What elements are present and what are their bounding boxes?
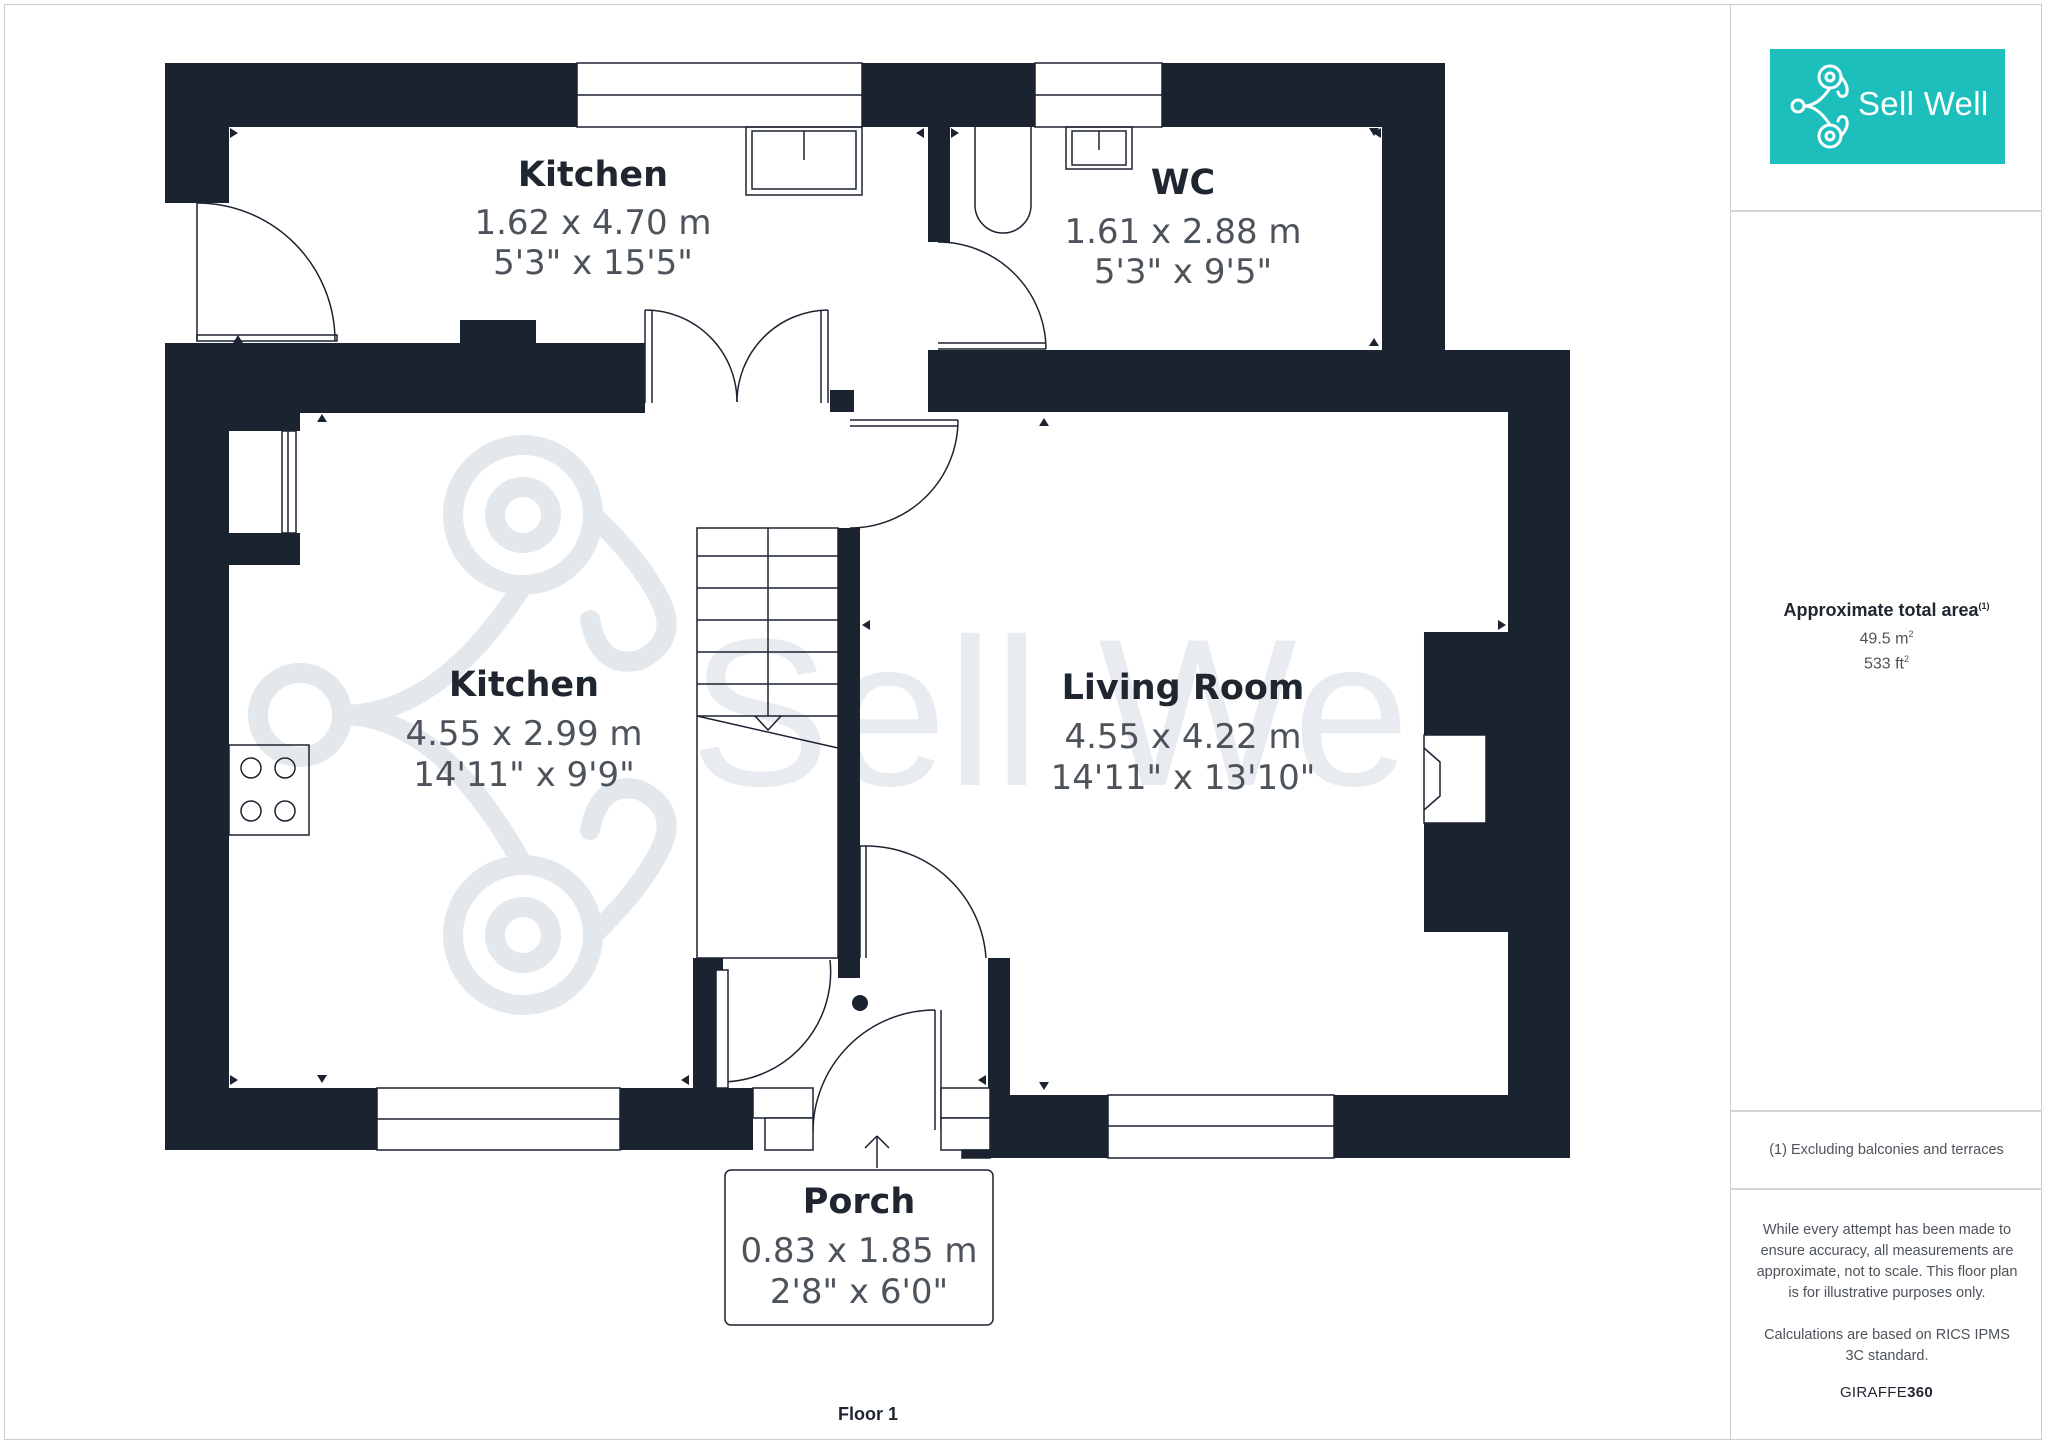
porch-label-box bbox=[724, 1169, 994, 1326]
fireplace-icon bbox=[1423, 734, 1487, 824]
footnote: (1) Excluding balconies and terraces bbox=[1769, 1142, 2004, 1158]
room-name: Living Room bbox=[1062, 668, 1305, 708]
divider bbox=[1731, 1110, 2042, 1112]
room-metric: 4.55 x 2.99 m bbox=[405, 714, 642, 754]
divider bbox=[1731, 1188, 2042, 1190]
room-imperial: 14'11" x 9'9" bbox=[413, 755, 635, 795]
porch-walls bbox=[752, 1087, 991, 1159]
room-name: Kitchen bbox=[449, 665, 599, 705]
windows bbox=[376, 62, 1335, 1159]
logo-text: Sell Well bbox=[1858, 85, 1989, 122]
room-metric: 1.61 x 2.88 m bbox=[1064, 212, 1301, 252]
hob-icon bbox=[228, 744, 310, 836]
info-sidebar: Sell Well Approximate total area(1) 49.5… bbox=[1730, 4, 2042, 1440]
room-metric: 4.55 x 4.22 m bbox=[1064, 717, 1301, 757]
floor-plan: Sell Well bbox=[165, 62, 1570, 1326]
watermark-text: Sell Well bbox=[690, 595, 1503, 830]
room-imperial: 5'3" x 15'5" bbox=[493, 243, 693, 283]
calculation-note: Calculations are based on RICS IPMS 3C s… bbox=[1764, 1327, 2010, 1364]
doors bbox=[196, 202, 1047, 1133]
area-imperial: 533 ft2 bbox=[1863, 654, 1910, 673]
watermark-logo bbox=[248, 435, 677, 1015]
room-name: WC bbox=[1151, 163, 1215, 203]
brand-logo: Sell Well bbox=[1770, 49, 2005, 164]
room-imperial: 5'3" x 9'5" bbox=[1094, 252, 1272, 292]
basin-icon bbox=[1065, 126, 1133, 170]
sell-well-logo-icon bbox=[1790, 64, 1849, 149]
giraffe360-brand: GIRAFFE360 bbox=[1839, 1384, 1934, 1401]
toilet-icon bbox=[974, 127, 1032, 234]
plan-frame bbox=[4, 4, 2042, 1440]
room-metric: 1.62 x 4.70 m bbox=[474, 203, 711, 243]
disclaimer: While every attempt has been made to ens… bbox=[1755, 1220, 2019, 1388]
room-imperial: 14'11" x 13'10" bbox=[1051, 758, 1316, 798]
area-metric: 49.5 m2 bbox=[1859, 629, 1914, 648]
total-area: Approximate total area(1) 49.5 m2 533 ft… bbox=[1731, 600, 2042, 674]
entrance-arrow-icon bbox=[864, 1135, 890, 1168]
dimension-markers bbox=[230, 128, 1506, 1090]
floor-label: Floor 1 bbox=[837, 1404, 898, 1424]
room-labels: Kitchen 1.62 x 4.70 m 5'3" x 15'5" WC 1.… bbox=[405, 155, 1315, 1312]
fixtures bbox=[228, 126, 1487, 1089]
divider bbox=[1731, 210, 2042, 212]
room-name: Kitchen bbox=[518, 155, 668, 195]
room-name: Porch bbox=[803, 1182, 916, 1222]
room-imperial: 2'8" x 6'0" bbox=[770, 1272, 948, 1312]
kitchen-sink-icon bbox=[745, 126, 863, 196]
ceiling-light-icon bbox=[852, 995, 868, 1011]
stairs bbox=[696, 527, 839, 959]
room-metric: 0.83 x 1.85 m bbox=[740, 1231, 977, 1271]
area-title: Approximate total area(1) bbox=[1783, 600, 1990, 620]
disclaimer-text: While every attempt has been made to ens… bbox=[1756, 1222, 2018, 1301]
